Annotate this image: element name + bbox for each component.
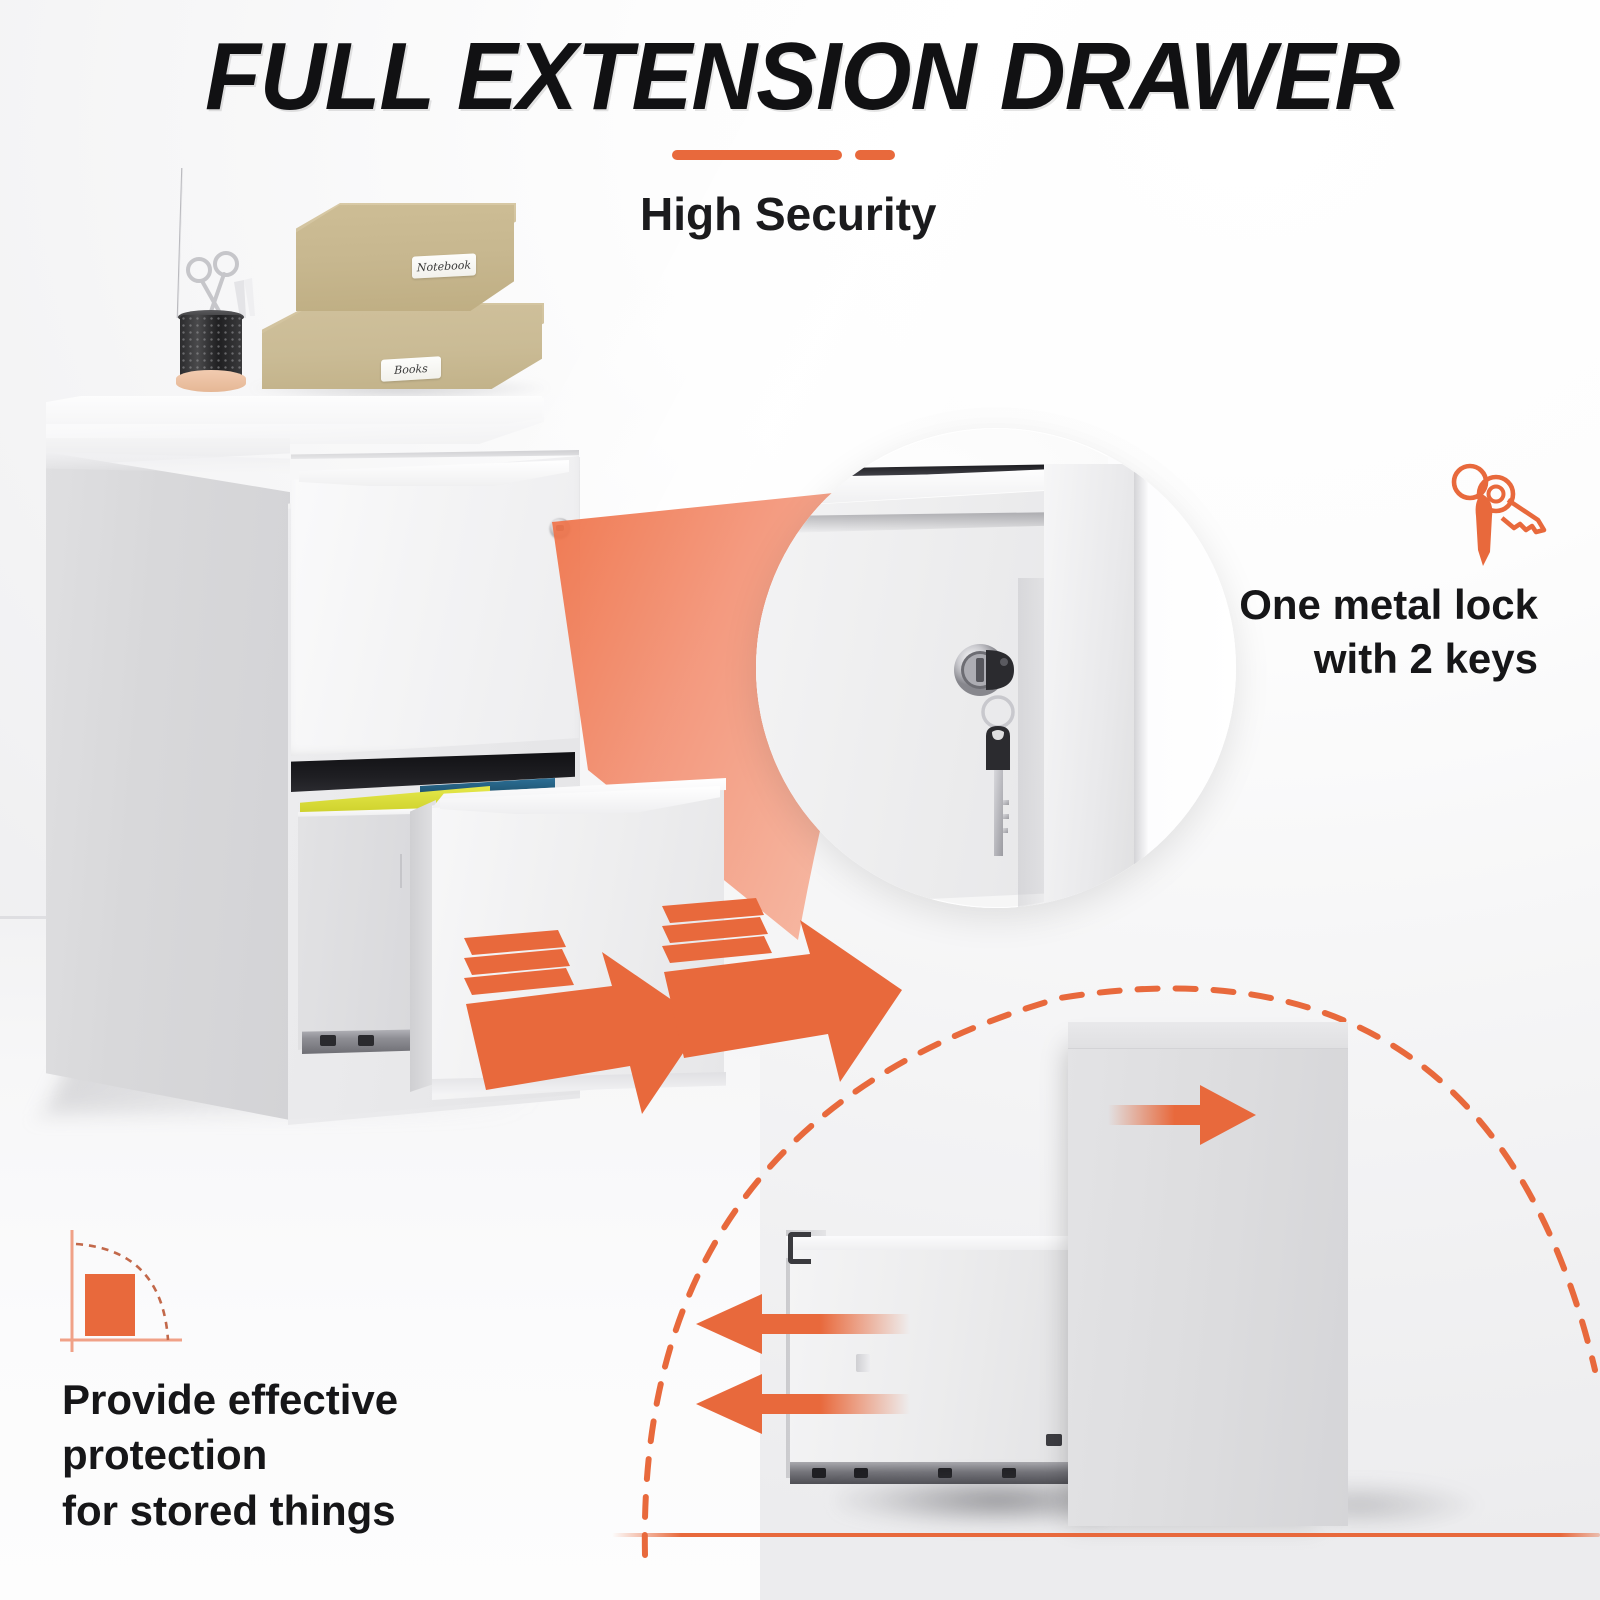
- keys-icon: [1432, 460, 1550, 572]
- schematic-baseline: [612, 1533, 1600, 1537]
- protection-caption-line3: for stored things: [62, 1486, 396, 1534]
- needle-icon: [176, 167, 184, 319]
- lock-closeup-magnifier: [756, 428, 1236, 908]
- cabinet-top-plate: [46, 396, 542, 424]
- schematic-drawer-shadow: [836, 1474, 1106, 1526]
- cabinet-side-highlight: [46, 452, 290, 474]
- schematic-drawer-knob: [856, 1354, 870, 1372]
- pen-holder-base: [176, 370, 246, 392]
- drawer-pull-arrow-2: [660, 898, 930, 1098]
- page-title: FULL EXTENSION DRAWER: [205, 23, 1400, 130]
- box-label-notebook: Notebook: [412, 253, 476, 279]
- protection-feature-caption: Provide effective protection for stored …: [62, 1372, 582, 1538]
- page-subtitle: High Security: [640, 188, 937, 240]
- top-drawer-gap: [291, 450, 579, 459]
- protection-arc-dashed: [590, 940, 1600, 1560]
- cabinet-left-side-panel: [46, 452, 290, 1120]
- magnifier-cabinet-edge: [1134, 464, 1148, 908]
- top-drawer-front[interactable]: [291, 456, 579, 756]
- divider-short-dash: [855, 150, 895, 160]
- open-drawer-side: [410, 800, 436, 1092]
- protection-caption-line2: protection: [62, 1431, 268, 1479]
- lock-feature-caption: One metal lock with 2 keys: [998, 578, 1538, 686]
- magnifier-cabinet-side: [1044, 464, 1144, 908]
- storage-box-notebook: [296, 205, 514, 311]
- protection-arc-icon: [58, 1228, 186, 1354]
- magnifier-drawer-face: [756, 488, 1096, 908]
- schematic-drawer-tab: [1046, 1434, 1062, 1446]
- schematic-cabinet-top: [1068, 1022, 1348, 1049]
- drawer-pull-arrow-1: [462, 930, 732, 1130]
- box-label-books: Books: [381, 356, 441, 382]
- arrow-right-push: [1108, 1083, 1258, 1147]
- title-divider: [672, 150, 895, 160]
- magnified-lock-with-keys: [952, 640, 1052, 890]
- schematic-drawer-body: [790, 1250, 1090, 1476]
- schematic-drawer-hook: [788, 1232, 811, 1264]
- schematic-cabinet-shadow: [1330, 1480, 1480, 1530]
- arrow-left-extend-2: [690, 1372, 910, 1436]
- divider-long-dash: [672, 150, 842, 160]
- lock-caption-line2: with 2 keys: [1313, 634, 1538, 682]
- protection-caption-line1: Provide effective: [62, 1376, 399, 1423]
- lock-caption-line1: One metal lock: [1239, 581, 1538, 628]
- arrow-left-extend-1: [690, 1292, 910, 1356]
